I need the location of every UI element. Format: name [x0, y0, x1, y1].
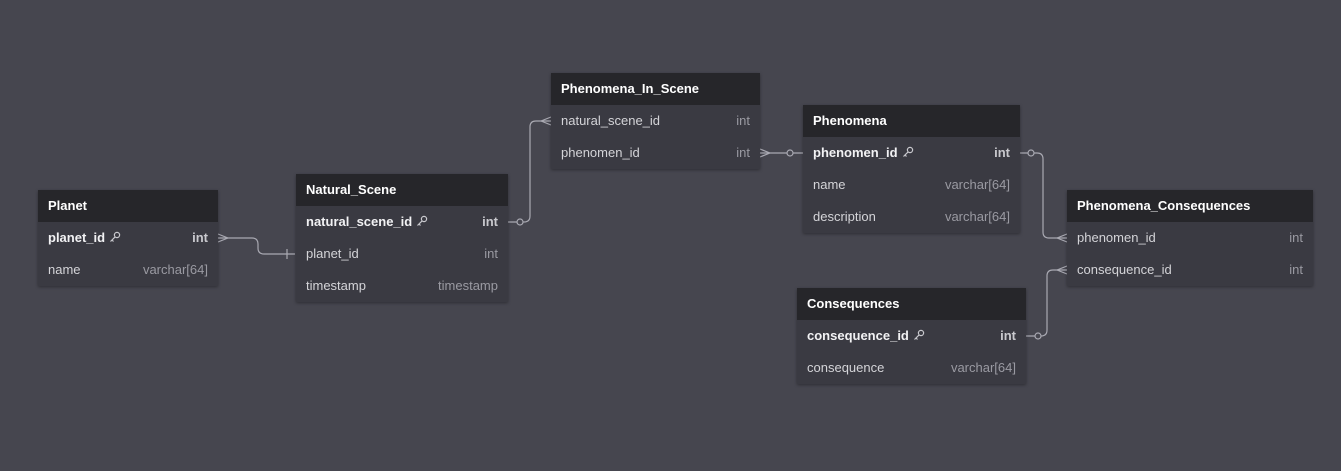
table-phenomena-in-scene[interactable]: Phenomena_In_Scene natural_scene_id int … [551, 73, 760, 169]
edge-consequences-phenomena-consequences[interactable] [1026, 265, 1068, 340]
column-name: natural_scene_id [561, 113, 661, 128]
table-phenomena[interactable]: Phenomena phenomen_id int name varchar[6… [803, 105, 1020, 233]
column-name: planet_id [48, 230, 106, 245]
column-type: int [994, 145, 1010, 160]
column-name: timestamp [306, 278, 366, 293]
column-name: planet_id [306, 246, 359, 261]
column-name: natural_scene_id [306, 214, 413, 229]
key-icon [902, 146, 913, 157]
column-type: varchar[64] [944, 209, 1010, 224]
column-name: name [48, 262, 81, 277]
column-name: description [813, 209, 876, 224]
column-type: int [484, 246, 498, 261]
column-type: int [1289, 262, 1303, 277]
column-name: name [813, 177, 846, 192]
column-type: varchar[64] [142, 262, 208, 277]
table-title[interactable]: Phenomena_Consequences [1067, 190, 1313, 222]
table-natural-scene[interactable]: Natural_Scene natural_scene_id int plane… [296, 174, 508, 302]
edge-phenomena-in-scene-phenomena[interactable] [759, 148, 803, 158]
column-type: int [736, 113, 750, 128]
table-column-row[interactable]: planet_id int [38, 222, 218, 254]
table-column-row[interactable]: name varchar[64] [803, 169, 1020, 201]
column-type: int [1000, 328, 1016, 343]
table-column-row[interactable]: timestamp timestamp [296, 270, 508, 302]
table-title[interactable]: Consequences [797, 288, 1026, 320]
column-type: int [1289, 230, 1303, 245]
table-column-row[interactable]: phenomen_id int [551, 137, 760, 169]
table-title[interactable]: Phenomena [803, 105, 1020, 137]
column-type: int [482, 214, 498, 229]
column-type: timestamp [438, 278, 498, 293]
key-icon [110, 231, 121, 242]
table-column-row[interactable]: planet_id int [296, 238, 508, 270]
table-title[interactable]: Natural_Scene [296, 174, 508, 206]
column-name: consequence_id [807, 328, 909, 343]
table-column-row[interactable]: phenomen_id int [803, 137, 1020, 169]
key-icon [913, 329, 925, 340]
column-name: phenomen_id [813, 145, 898, 160]
table-column-row[interactable]: natural_scene_id int [296, 206, 508, 238]
column-name: phenomen_id [561, 145, 640, 160]
key-icon [417, 215, 428, 226]
edge-natural-scene-phenomena-in-scene[interactable] [508, 116, 552, 226]
table-column-row[interactable]: natural_scene_id int [551, 105, 760, 137]
column-type: int [736, 145, 750, 160]
edge-planet-natural-scene[interactable] [217, 233, 295, 259]
column-name: phenomen_id [1077, 230, 1156, 245]
column-type: varchar[64] [944, 177, 1010, 192]
column-type: varchar[64] [950, 360, 1016, 375]
edge-phenomena-phenomena-consequences[interactable] [1020, 149, 1068, 243]
table-column-row[interactable]: consequence_id int [1067, 254, 1313, 286]
table-planet[interactable]: Planet planet_id int name varchar[64] [38, 190, 218, 286]
table-column-row[interactable]: consequence_id int [797, 320, 1026, 352]
table-phenomena-consequences[interactable]: Phenomena_Consequences phenomen_id int c… [1067, 190, 1313, 286]
table-title[interactable]: Phenomena_In_Scene [551, 73, 760, 105]
table-column-row[interactable]: phenomen_id int [1067, 222, 1313, 254]
table-column-row[interactable]: name varchar[64] [38, 254, 218, 286]
column-name: consequence [807, 360, 885, 375]
table-column-row[interactable]: description varchar[64] [803, 201, 1020, 233]
table-column-row[interactable]: consequence varchar[64] [797, 352, 1026, 384]
table-consequences[interactable]: Consequences consequence_id int conseque… [797, 288, 1026, 384]
table-title[interactable]: Planet [38, 190, 218, 222]
column-type: int [192, 230, 208, 245]
column-name: consequence_id [1077, 262, 1172, 277]
